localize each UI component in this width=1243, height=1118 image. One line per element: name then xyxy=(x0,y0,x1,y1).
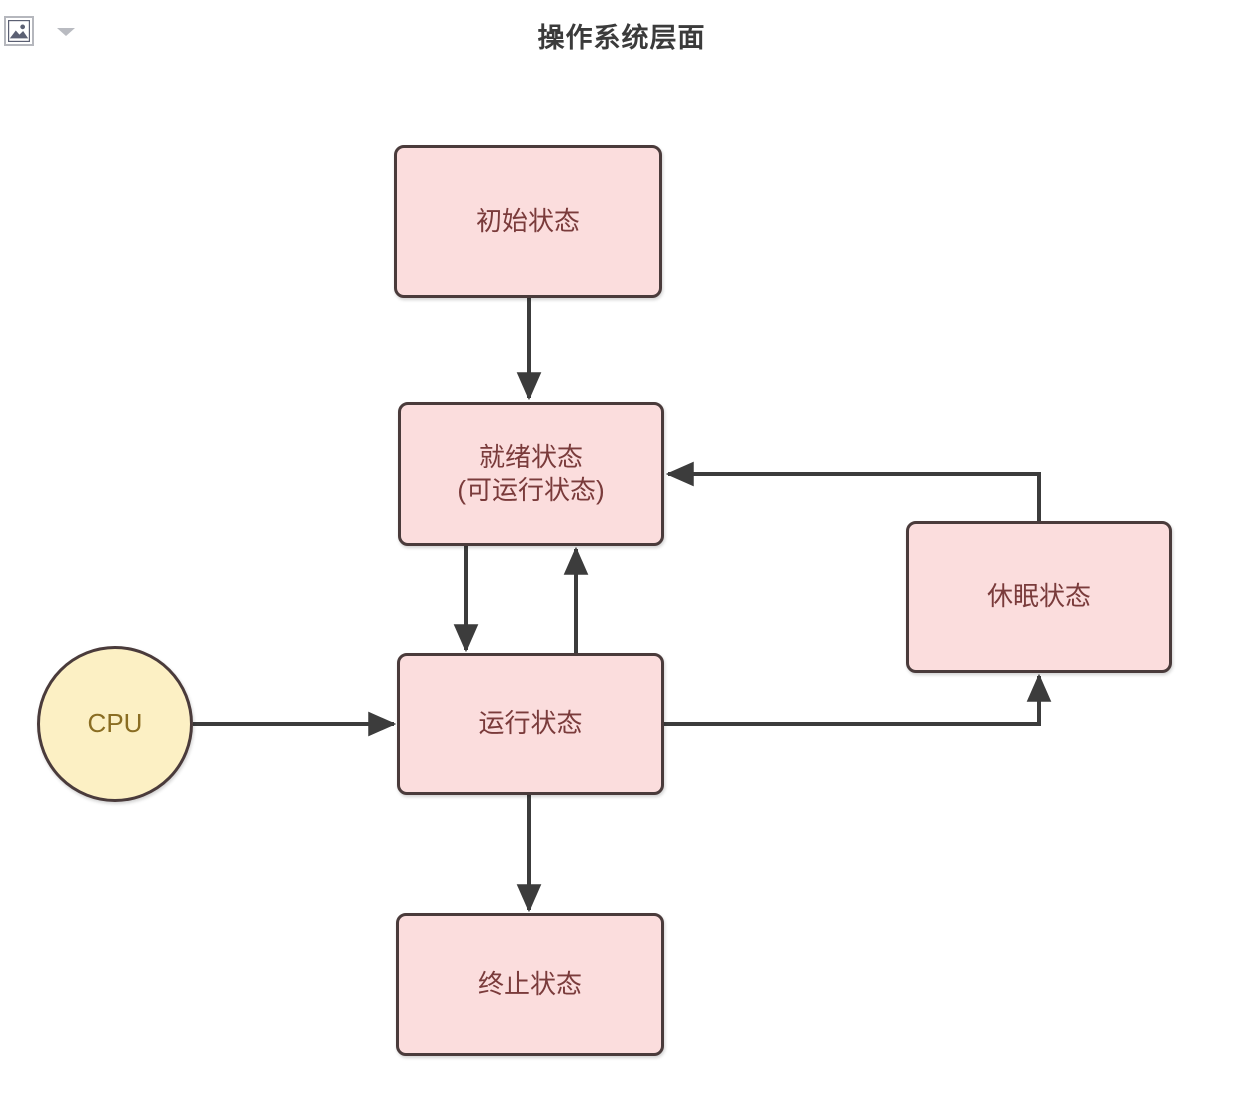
edge-running-to-dormant xyxy=(664,673,1052,726)
node-running-state[interactable]: 运行状态 xyxy=(397,653,664,795)
toolbar xyxy=(0,0,1243,62)
node-ready-state[interactable]: 就绪状态 (可运行状态) xyxy=(398,402,664,546)
edge-dormant-to-ready xyxy=(665,461,1041,521)
node-initial-state[interactable]: 初始状态 xyxy=(394,145,662,298)
node-cpu[interactable]: CPU xyxy=(37,646,193,802)
page-title: 操作系统层面 xyxy=(537,23,706,53)
node-dormant-state[interactable]: 休眠状态 xyxy=(906,521,1172,673)
chevron-down-icon[interactable] xyxy=(57,28,75,36)
image-placeholder-icon[interactable] xyxy=(4,16,34,46)
node-terminated-state[interactable]: 终止状态 xyxy=(396,913,664,1056)
